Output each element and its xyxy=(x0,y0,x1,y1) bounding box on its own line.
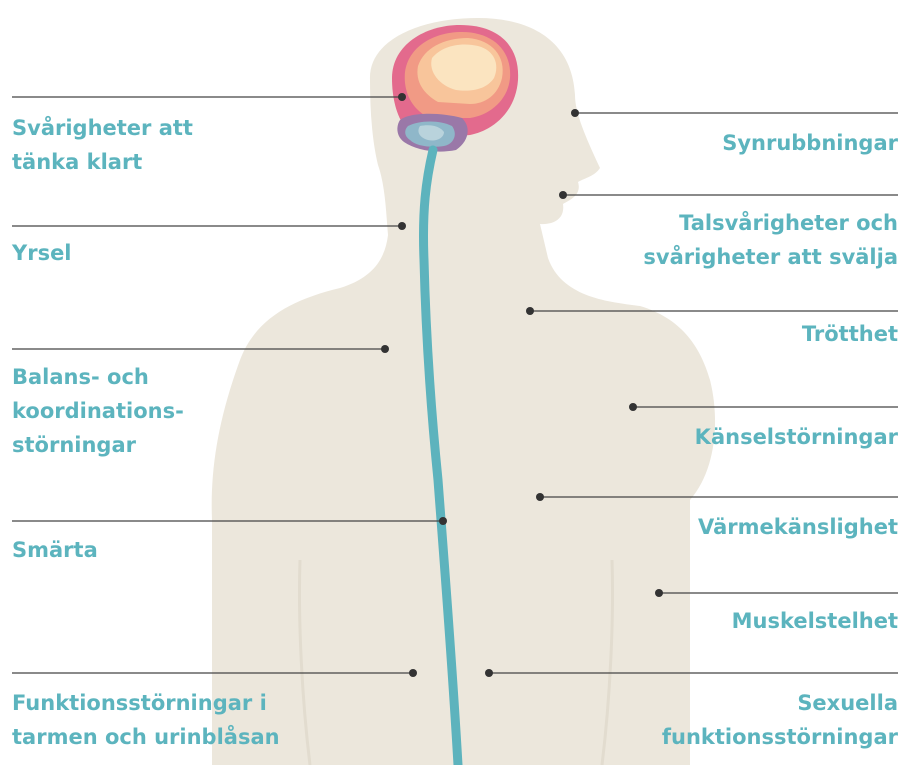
dot-speech xyxy=(559,191,567,199)
label-line: Värmekänslighet xyxy=(698,510,898,544)
label-line: svårigheter att svälja xyxy=(643,240,898,274)
label-line: Talsvårigheter och xyxy=(643,206,898,240)
dot-thinking xyxy=(398,93,406,101)
dot-bowel xyxy=(409,669,417,677)
label-stiffness: Muskelstelhet xyxy=(732,604,898,638)
label-line: Synrubbningar xyxy=(722,126,898,160)
dot-sexual xyxy=(485,669,493,677)
label-line: Smärta xyxy=(12,533,98,567)
dot-fatigue xyxy=(526,307,534,315)
label-line: tänka klart xyxy=(12,145,193,179)
dot-vision xyxy=(571,109,579,117)
label-line: Yrsel xyxy=(12,236,72,270)
label-line: Känselstörningar xyxy=(695,420,898,454)
label-line: Trötthet xyxy=(802,317,898,351)
dot-pain xyxy=(439,517,447,525)
label-sexual: Sexuella funktionsstörningar xyxy=(662,686,898,754)
label-heat: Värmekänslighet xyxy=(698,510,898,544)
label-line: funktionsstörningar xyxy=(662,720,898,754)
label-line: Svårigheter att xyxy=(12,111,193,145)
label-vision: Synrubbningar xyxy=(722,126,898,160)
label-dizziness: Yrsel xyxy=(12,236,72,270)
label-sensory: Känselstörningar xyxy=(695,420,898,454)
label-line: Muskelstelhet xyxy=(732,604,898,638)
label-line: Sexuella xyxy=(662,686,898,720)
label-line: tarmen och urinblåsan xyxy=(12,720,280,754)
label-bowel-bladder: Funktionsstörningar i tarmen och urinblå… xyxy=(12,686,280,754)
label-line: koordinations- xyxy=(12,394,184,428)
label-line: Balans- och xyxy=(12,360,184,394)
dot-heat xyxy=(536,493,544,501)
label-balance: Balans- och koordinations- störningar xyxy=(12,360,184,462)
label-fatigue: Trötthet xyxy=(802,317,898,351)
label-line: störningar xyxy=(12,428,184,462)
label-line: Funktionsstörningar i xyxy=(12,686,280,720)
dot-dizziness xyxy=(398,222,406,230)
dot-stiffness xyxy=(655,589,663,597)
label-speech: Talsvårigheter och svårigheter att svälj… xyxy=(643,206,898,274)
dot-balance xyxy=(381,345,389,353)
dot-sensory xyxy=(629,403,637,411)
label-pain: Smärta xyxy=(12,533,98,567)
label-thinking: Svårigheter att tänka klart xyxy=(12,111,193,179)
